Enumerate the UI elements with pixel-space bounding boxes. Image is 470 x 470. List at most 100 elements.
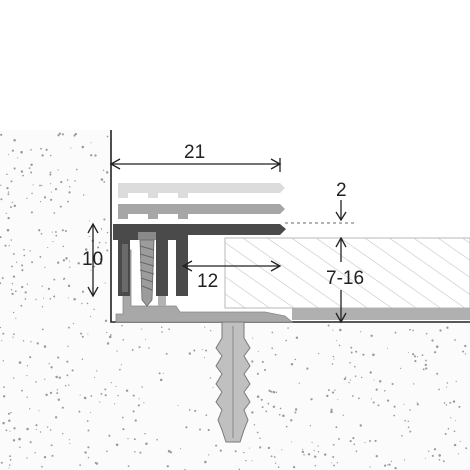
substrate-dot — [360, 376, 363, 379]
substrate-dot — [274, 462, 277, 464]
substrate-dot — [134, 450, 136, 453]
substrate-dot — [106, 231, 109, 234]
covering-panel — [224, 237, 470, 309]
substrate-dot — [294, 411, 297, 414]
substrate-dot — [69, 442, 71, 444]
substrate-dot — [447, 427, 450, 430]
substrate-dot — [285, 339, 288, 342]
substrate-dot — [138, 346, 141, 349]
substrate-dot — [267, 446, 271, 450]
substrate-dot — [143, 402, 145, 404]
substrate-dot — [431, 454, 434, 457]
substrate-dot — [188, 409, 191, 411]
substrate-dot — [90, 395, 93, 397]
substrate-dot — [272, 390, 276, 394]
substrate-dot — [159, 378, 163, 382]
substrate-dot — [260, 398, 263, 401]
substrate-dot — [62, 259, 66, 262]
substrate-dot — [12, 275, 16, 278]
substrate-dot — [56, 389, 59, 391]
substrate-dot — [0, 184, 2, 186]
substrate-dot — [113, 403, 116, 405]
substrate-dot — [327, 389, 330, 391]
substrate-dot — [131, 348, 134, 351]
substrate-dot — [53, 212, 56, 214]
substrate-dot — [26, 283, 29, 285]
substrate-dot — [49, 198, 53, 201]
substrate-dot — [459, 440, 461, 442]
substrate-dot — [50, 191, 53, 193]
substrate-dot — [314, 465, 317, 467]
substrate-dot — [412, 353, 415, 356]
substrate-dot — [407, 420, 410, 423]
substrate-dot — [72, 322, 75, 325]
substrate-dot — [145, 338, 147, 340]
substrate-dot — [75, 168, 78, 171]
wall-plug-icon — [215, 321, 251, 443]
substrate-dot — [369, 371, 372, 374]
substrate-dot — [115, 385, 117, 388]
substrate-dot — [338, 344, 341, 347]
substrate-dot — [45, 148, 48, 151]
substrate-dot — [43, 456, 47, 459]
substrate-dot — [338, 437, 340, 440]
substrate-dot — [374, 439, 377, 442]
substrate-dot — [413, 355, 417, 358]
substrate-dot — [70, 147, 72, 149]
substrate-dot — [86, 420, 89, 422]
substrate-dot — [203, 357, 206, 359]
substrate-dot — [20, 304, 23, 307]
substrate-dot — [351, 395, 354, 397]
substrate-dot — [106, 342, 110, 345]
substrate-dot — [407, 426, 410, 429]
substrate-dot — [79, 464, 81, 466]
substrate-dot — [354, 365, 356, 368]
substrate-dot — [337, 399, 339, 401]
substrate-dot — [26, 365, 29, 367]
substrate-dot — [252, 337, 254, 339]
substrate-dot — [352, 437, 355, 440]
substrate-dot — [386, 347, 388, 349]
substrate-dot — [449, 401, 452, 404]
substrate-dot — [391, 382, 394, 386]
substrate-dot — [94, 154, 97, 157]
substrate-dot — [256, 431, 259, 434]
substrate-dot — [87, 333, 89, 335]
substrate-dot — [271, 331, 274, 334]
substrate-dot — [2, 332, 5, 335]
substrate-dot — [43, 196, 47, 199]
substrate-dot — [375, 388, 378, 391]
substrate-dot — [8, 467, 10, 469]
substrate-dot — [35, 298, 37, 301]
substrate-dot — [422, 368, 425, 371]
substrate-dot — [137, 404, 140, 407]
substrate-dot — [306, 367, 309, 370]
substrate-dot — [1, 277, 4, 279]
substrate-dot — [110, 381, 112, 384]
substrate-dot — [67, 284, 71, 288]
substrate-dot — [215, 444, 218, 447]
substrate-dot — [39, 184, 41, 187]
substrate-dot — [465, 447, 468, 450]
substrate-dot — [82, 194, 85, 196]
substrate-dot — [377, 404, 380, 407]
substrate-dot — [61, 229, 64, 232]
substrate-dot — [7, 412, 11, 415]
substrate-dot — [433, 448, 437, 451]
substrate-dot — [74, 132, 78, 136]
substrate-dot — [349, 362, 351, 364]
substrate-dot — [84, 248, 88, 251]
substrate-dot — [253, 424, 256, 426]
profile-ghost-mid — [118, 204, 285, 219]
substrate-dot — [428, 450, 430, 452]
substrate-dot — [59, 205, 62, 208]
substrate-dot — [17, 157, 19, 159]
substrate-dot — [84, 397, 87, 400]
substrate-dot — [205, 414, 208, 416]
substrate-dot — [458, 405, 461, 408]
substrate-dot — [303, 454, 305, 456]
substrate-dot — [51, 231, 53, 233]
substrate-dot — [404, 419, 406, 422]
substrate-dot — [343, 377, 347, 381]
substrate-dot — [21, 389, 23, 392]
